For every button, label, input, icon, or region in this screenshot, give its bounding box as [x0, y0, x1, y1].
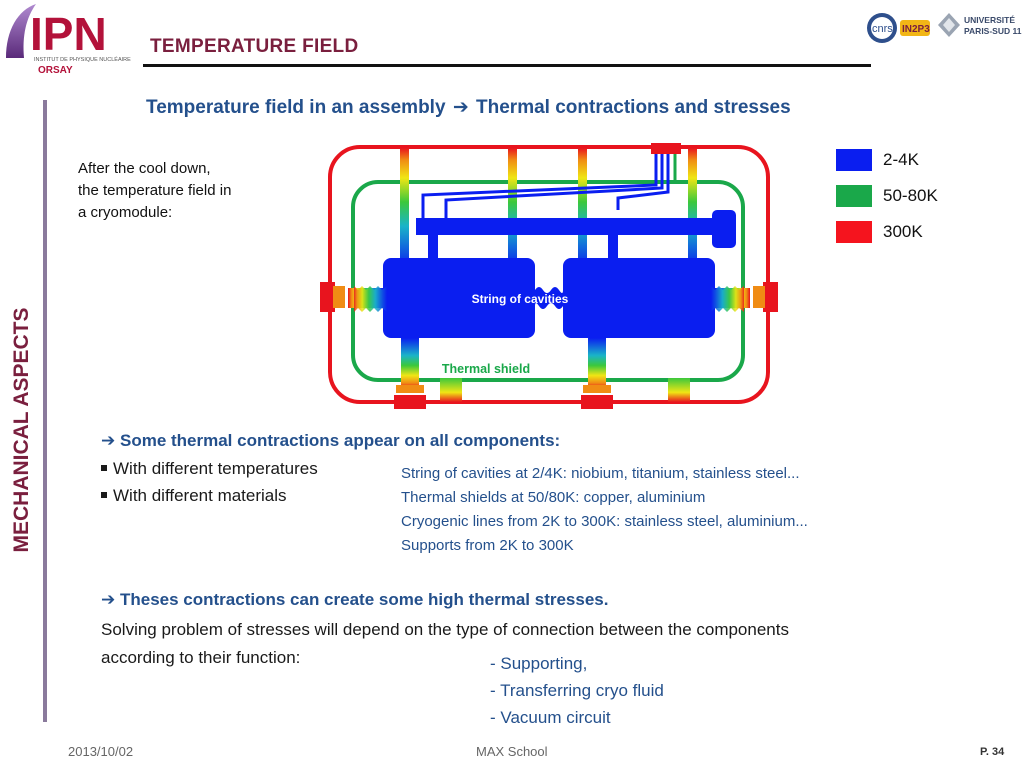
support-rod — [400, 148, 409, 268]
ipn-logo-text: IPN — [30, 8, 107, 60]
header-end-cap — [712, 210, 736, 248]
svg-text:INSTITUT DE PHYSIQUE NUCLÉAIRE: INSTITUT DE PHYSIQUE NUCLÉAIRE — [34, 56, 131, 63]
temperature-legend: 2-4K 50-80K 300K — [836, 142, 938, 250]
contractions-heading: ➔ Some thermal contractions appear on al… — [101, 431, 561, 450]
footer-date: 2013/10/02 — [68, 744, 134, 759]
cryo-feedthrough — [651, 143, 681, 154]
legend-item: 2-4K — [836, 142, 938, 178]
support-rod — [688, 148, 697, 268]
arrow-icon: ➔ — [452, 97, 469, 118]
subtitle-left: Temperature field in an assembly — [146, 97, 446, 118]
square-bullet-icon — [101, 464, 107, 471]
subtitle-right: Thermal contractions and stresses — [476, 97, 791, 118]
legend-item: 50-80K — [836, 178, 938, 214]
arrow-icon: ➔ — [101, 431, 116, 450]
shield-label: Thermal shield — [442, 362, 530, 376]
cnrs-in2p3-logo: cnrs IN2P3 — [864, 8, 936, 48]
bullet-item: With different temperatures — [101, 459, 318, 479]
page-number: P. 34 — [980, 746, 1005, 758]
vacuum-vessel-outline — [328, 145, 770, 404]
square-bullet-icon — [101, 491, 107, 498]
cryomodule-temperature-diagram: String of cavities Thermal shield — [318, 140, 780, 412]
support-rod — [578, 148, 587, 268]
support-foot — [581, 395, 613, 409]
cavities-label: String of cavities — [472, 292, 569, 306]
svg-text:UNIVERSITÉ: UNIVERSITÉ — [964, 15, 1015, 25]
legend-swatch — [836, 185, 872, 207]
cavity-tank-1 — [383, 258, 535, 338]
connection-functions: - Supporting, - Transferring cryo fluid … — [490, 654, 664, 727]
universite-paris-sud-logo: UNIVERSITÉ PARIS-SUD 11 — [936, 10, 1022, 40]
svg-text:PARIS-SUD 11: PARIS-SUD 11 — [964, 26, 1022, 36]
side-accent-bar — [43, 100, 47, 722]
page-title: TEMPERATURE FIELD — [150, 36, 359, 57]
materials-details: String of cavities at 2/4K: niobium, tit… — [401, 465, 808, 554]
intro-text: After the cool down, the temperature fie… — [78, 160, 232, 221]
stresses-heading: ➔ Theses contractions can create some hi… — [101, 590, 609, 609]
svg-text:ORSAY: ORSAY — [38, 65, 73, 76]
legend-swatch — [836, 149, 872, 171]
footer-event: MAX School — [476, 744, 548, 759]
title-divider — [143, 64, 871, 67]
ipn-logo: IPN INSTITUT DE PHYSIQUE NUCLÉAIRE ORSAY — [0, 0, 135, 78]
cavity-tank-2 — [563, 258, 715, 338]
svg-text:IN2P3: IN2P3 — [902, 24, 930, 35]
helium-header-pipe — [416, 218, 716, 235]
bullet-item: With different materials — [101, 486, 287, 506]
legend-swatch — [836, 221, 872, 243]
thermal-shield-outline — [351, 180, 745, 382]
arrow-icon: ➔ — [101, 590, 116, 609]
legend-item: 300K — [836, 214, 938, 250]
stresses-body: Solving problem of stresses will depend … — [101, 620, 789, 667]
support-foot — [394, 395, 426, 409]
support-rod — [508, 148, 517, 268]
svg-text:cnrs: cnrs — [872, 23, 893, 35]
slide-subtitle: Temperature field in an assembly ➔ Therm… — [146, 96, 791, 119]
